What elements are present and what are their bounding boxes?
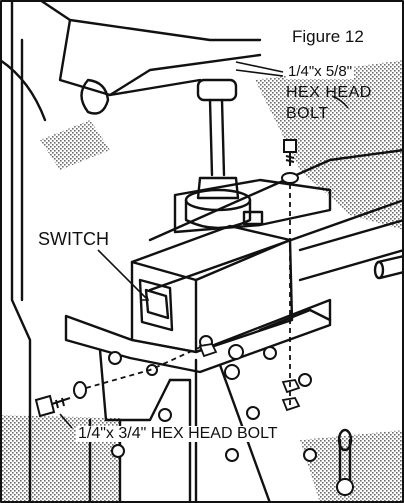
leader-lines (59, 61, 349, 429)
top-hex-bolt (281, 139, 299, 184)
bottom-bolt-label: 1/4"x 3/4" HEX HEAD BOLT (76, 425, 280, 442)
figure-title: Figure 12 (290, 27, 366, 46)
mounting-holes (108, 335, 354, 496)
top-bolt-size-label: 1/4"x 5/8" (286, 63, 355, 80)
assembly-guide-lines (85, 184, 291, 405)
top-bolt-type-label: HEX HEAD (286, 84, 372, 101)
top-bolt-word-label: BOLT (286, 105, 329, 122)
switch-label: SWITCH (36, 229, 111, 249)
hex-nuts (198, 343, 301, 412)
bottom-hex-bolt (34, 381, 87, 418)
